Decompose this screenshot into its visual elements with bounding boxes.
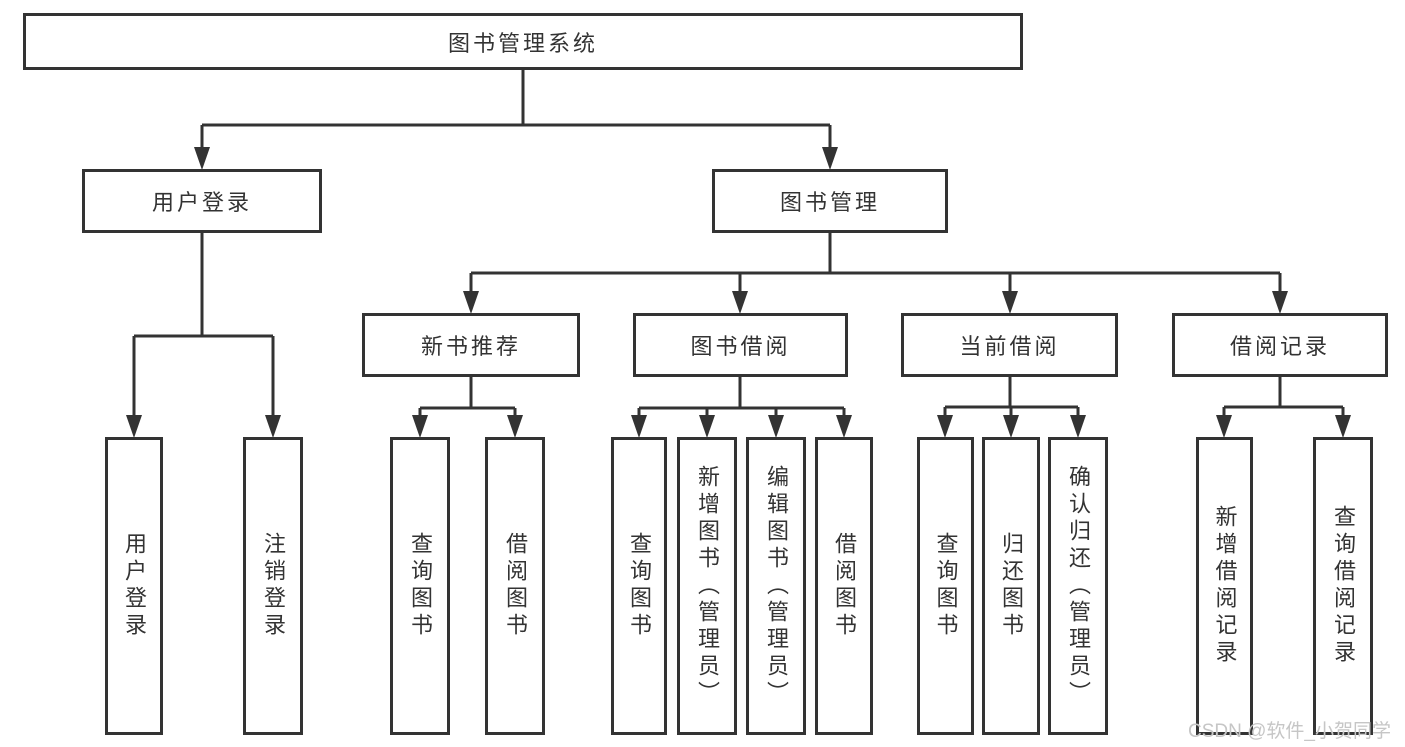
leaf-recommend-borrow-book: 借阅图书 bbox=[485, 437, 545, 735]
node-book-borrow: 图书借阅 bbox=[633, 313, 848, 377]
node-root: 图书管理系统 bbox=[23, 13, 1023, 70]
leaf-borrow-query-book: 查询图书 bbox=[611, 437, 667, 735]
leaf-edit-book-admin: 编辑图书（管理员） bbox=[746, 437, 806, 735]
leaf-borrow-book: 借阅图书 bbox=[815, 437, 873, 735]
node-new-book-recommend: 新书推荐 bbox=[362, 313, 580, 377]
leaf-logout: 注销登录 bbox=[243, 437, 303, 735]
leaf-query-borrow-record: 查询借阅记录 bbox=[1313, 437, 1373, 735]
leaf-current-query-book: 查询图书 bbox=[917, 437, 974, 735]
leaf-confirm-return-admin: 确认归还（管理员） bbox=[1048, 437, 1108, 735]
node-current-borrow: 当前借阅 bbox=[901, 313, 1118, 377]
leaf-return-book: 归还图书 bbox=[982, 437, 1040, 735]
leaf-recommend-query-book: 查询图书 bbox=[390, 437, 450, 735]
csdn-watermark: CSDN @软件_小贺同学 bbox=[1188, 721, 1391, 742]
leaf-user-login: 用户登录 bbox=[105, 437, 163, 735]
leaf-add-book-admin: 新增图书（管理员） bbox=[677, 437, 737, 735]
node-book-management: 图书管理 bbox=[712, 169, 948, 233]
node-borrow-records: 借阅记录 bbox=[1172, 313, 1388, 377]
leaf-add-borrow-record: 新增借阅记录 bbox=[1196, 437, 1253, 735]
node-user-login: 用户登录 bbox=[82, 169, 322, 233]
